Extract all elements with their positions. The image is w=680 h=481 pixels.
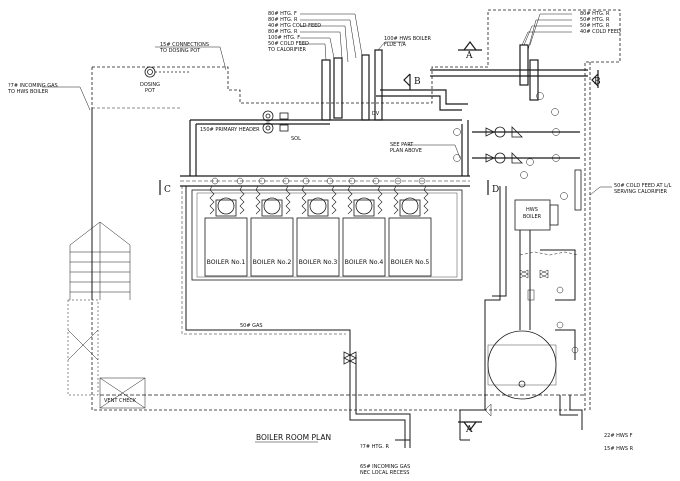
boiler-plinth (191, 189, 463, 281)
boiler-5-label: BOILER No.5 (391, 259, 430, 266)
boiler-4-label: BOILER No.4 (345, 259, 384, 266)
valves-right-column (484, 269, 579, 417)
hws-boiler-label-0: HWS (526, 207, 538, 213)
see-part-plan-1: PLAN ABOVE (390, 148, 422, 154)
hws-boiler (514, 169, 582, 231)
gas-incoming-pipe-2 (355, 355, 411, 448)
boiler-2-body (250, 197, 294, 277)
callout-tl-3: 80# HTG. R (268, 29, 298, 35)
building-outline (91, 9, 621, 411)
section-mark-c: C (164, 185, 171, 195)
callout-connections-0: 15# CONNECTIONS (160, 42, 209, 48)
callout-tl-1: 80# HTG. R (268, 17, 298, 23)
primary-pumps (262, 110, 289, 134)
callout-tl-5: 50# COLD FEED (268, 41, 309, 47)
vertical-risers (321, 44, 588, 121)
boiler-5-body (388, 197, 432, 277)
callout-tl-2: 40# HTG COLD FEED (268, 23, 321, 29)
section-arrows (159, 41, 599, 431)
leader-lines-top (42, 13, 612, 196)
callout-cold-feed-right-1: SERVING CALORIFIER (614, 189, 668, 195)
boiler-plinth-inner (196, 192, 458, 278)
callout-tr-0: 80# HTG. R (580, 11, 610, 17)
linework (42, 9, 621, 448)
hws-dashed (519, 251, 579, 256)
section-mark-b-left: B (414, 77, 421, 87)
boiler-2-label: BOILER No.2 (253, 259, 292, 266)
stair-hatch (67, 221, 146, 409)
boiler-3-body (296, 197, 340, 277)
sol-label: SOL (291, 136, 301, 142)
callout-tl-4: 100# HTG. F (268, 35, 300, 41)
gas-main-label: 50# GAS (240, 323, 263, 329)
htg-return-bottom-label: ?7# HTG. R (360, 444, 389, 450)
callout-tl-0: 80# HTG. F (268, 11, 297, 17)
gas-isolation-valve (343, 351, 357, 365)
gas-main-dash (181, 186, 346, 335)
calorifier-pumps (472, 126, 580, 164)
callout-hws-flue-0: 100# HWS BOILER (384, 36, 431, 42)
boiler-3-label: BOILER No.3 (299, 259, 338, 266)
header-valve-bubbles (211, 177, 426, 185)
hws-boiler-label-1: BOILER (523, 214, 542, 220)
callout-tl-6: TO CALORIFIER (267, 47, 306, 53)
section-mark-a-bottom: A (465, 425, 473, 435)
callout-gas-left-0: ?7# INCOMING GAS (8, 83, 58, 89)
callout-tr-2: 50# HTG. R (580, 23, 610, 29)
callout-cold-feed-right-0: 50# COLD FEED AT L/L (614, 183, 672, 189)
dv-label: DV (372, 111, 380, 117)
hws-pipework (395, 186, 583, 441)
dosing-pot-label-0: DOSING (140, 82, 160, 88)
calorifier (487, 330, 557, 400)
callout-tr-1: 50# HTG. R (580, 17, 610, 23)
callout-tr-3: 40# COLD FEED (580, 29, 621, 35)
boiler-4-body (342, 197, 386, 277)
see-part-plan-0: SEE PART (390, 142, 414, 148)
section-mark-a-top: A (465, 51, 473, 61)
callout-top-right-stack: 80# HTG. R 50# HTG. R 50# HTG. R 40# COL… (580, 11, 621, 35)
section-mark-b-right: B (594, 77, 601, 87)
callout-connections-1: TO DOSING POT (159, 48, 201, 54)
gas-incoming-pipe (349, 355, 406, 448)
primary-header-label: 150# PRIMARY HEADER (200, 127, 260, 133)
hws-bottom-right-0: 22# HWS F (604, 433, 633, 439)
incoming-gas-bottom-1: NEC LOCAL RECESS (360, 470, 409, 476)
gas-main-pipe (185, 186, 351, 355)
section-mark-d: D (492, 185, 499, 195)
callout-hws-flue-1: FLUE T/A (384, 42, 407, 48)
numbered-bubbles (453, 92, 568, 200)
drawing-title: BOILER ROOM PLAN (256, 433, 331, 442)
dosing-pot (144, 66, 190, 78)
callout-top-left-stack: 80# HTG. F 80# HTG. R 40# HTG COLD FEED … (267, 11, 321, 53)
dosing-pot-label-1: POT (145, 88, 156, 94)
boiler-1-label: BOILER No.1 (207, 259, 246, 266)
boiler-1-body (204, 197, 248, 277)
hws-bottom-right-1: 15# HWS R (604, 446, 634, 452)
vent-label: VENT CHECK (104, 398, 137, 404)
callout-gas-left-1: TO HWS BOILER (7, 89, 49, 95)
boiler-flexible-connections (209, 185, 429, 215)
incoming-gas-bottom-0: 65# INCOMING GAS (360, 464, 410, 470)
